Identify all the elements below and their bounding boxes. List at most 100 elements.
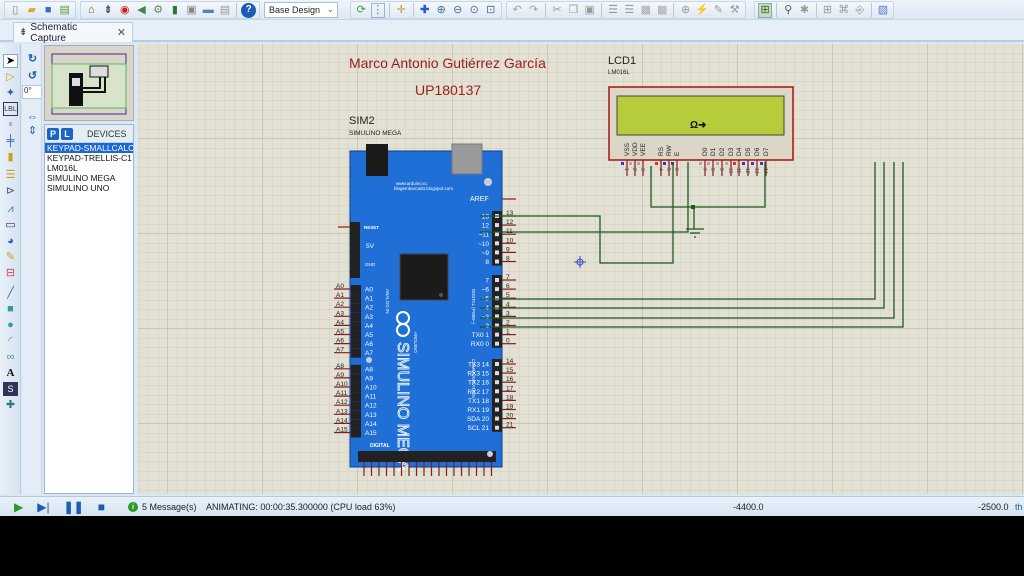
- graph-icon[interactable]: ⩘: [7, 202, 14, 215]
- device-item[interactable]: KEYPAD-SMALLCALC: [45, 143, 135, 153]
- lcd-pin-number: 6: [673, 168, 679, 171]
- rotation-angle-field[interactable]: 0°: [22, 85, 42, 99]
- package-icon[interactable]: ✎: [713, 3, 723, 16]
- open-folder-icon[interactable]: ▰: [27, 3, 36, 16]
- erc-report-icon[interactable]: ▧: [877, 3, 889, 16]
- schematic-icon[interactable]: ⇟: [103, 3, 113, 16]
- tab-schematic-capture[interactable]: ⇟ Schematic Capture ✕: [13, 22, 133, 44]
- lcd-pin-number: 4: [657, 168, 663, 171]
- new-file-icon[interactable]: ▯: [12, 3, 19, 16]
- subcircuit-icon[interactable]: ▮: [7, 150, 14, 163]
- 2d-arc-icon[interactable]: ◜: [8, 334, 13, 347]
- author-label[interactable]: Marco Antonio Gutiérrez García: [349, 55, 546, 71]
- block-delete-icon[interactable]: ▩: [657, 3, 668, 16]
- library-manager-button[interactable]: L: [61, 127, 73, 140]
- tape-recorder-icon[interactable]: ▭: [5, 218, 16, 231]
- terminals-icon[interactable]: ☰: [5, 168, 16, 181]
- wire-autorouter-icon[interactable]: ⊞: [758, 2, 773, 18]
- zoom-all-icon[interactable]: ⊙: [469, 3, 479, 16]
- comm-pin-label: RX1 19: [467, 407, 489, 414]
- design-notes-icon[interactable]: ▣: [186, 3, 197, 16]
- block-rotate-icon[interactable]: ▩: [640, 3, 652, 16]
- device-item[interactable]: SIMULINO UNO: [47, 183, 110, 193]
- save-icon[interactable]: ■: [44, 3, 52, 16]
- block-copy-icon[interactable]: ☰: [608, 3, 618, 16]
- help-icon[interactable]: ?: [241, 2, 257, 18]
- sim-part-label[interactable]: SIMULINO MEGA: [349, 130, 402, 137]
- 2d-path-icon[interactable]: ∞: [6, 350, 15, 363]
- buses-icon[interactable]: ╪: [6, 134, 15, 147]
- pwm-mid-pin-label: ~6: [482, 287, 490, 294]
- 2d-box-icon[interactable]: ■: [7, 302, 14, 315]
- paste-icon[interactable]: ▣: [584, 3, 595, 16]
- refresh-icon[interactable]: ⟳: [356, 3, 366, 16]
- remove-sheet-icon[interactable]: ⌘: [838, 3, 850, 16]
- pick-devices-button[interactable]: P: [47, 127, 59, 140]
- step-icon[interactable]: ▶︎|: [37, 500, 50, 514]
- device-item[interactable]: LM016L: [47, 163, 78, 173]
- lcd-display[interactable]: Ω➜: [608, 86, 794, 161]
- pick-device-icon[interactable]: ⊕: [680, 3, 691, 16]
- lcd-ref-label[interactable]: LCD1: [608, 55, 636, 67]
- generator-icon[interactable]: ◕: [7, 234, 14, 247]
- property-assign-icon[interactable]: ✱: [799, 3, 810, 16]
- device-item[interactable]: SIMULINO MEGA: [47, 173, 116, 183]
- mirror-y-icon[interactable]: ⇕: [27, 124, 38, 137]
- junction-dot-icon[interactable]: ✦: [5, 86, 16, 99]
- simulino-mega-board[interactable]: www.arduino.cc blogembarcado.blogspot.co…: [349, 143, 503, 476]
- design-dropdown[interactable]: Base Design ⌄: [264, 2, 338, 18]
- 2d-symbol-icon[interactable]: S: [3, 382, 18, 396]
- stop-icon[interactable]: ■: [97, 500, 105, 514]
- doc-icon[interactable]: ▤: [219, 3, 231, 16]
- mirror-x-icon[interactable]: ⇔: [27, 110, 38, 123]
- decompose-icon[interactable]: ⚒: [729, 3, 740, 16]
- pwm-top-pin-label: 13: [482, 214, 490, 221]
- block-move-icon[interactable]: ☰: [624, 3, 635, 16]
- sim-ref-label[interactable]: SIM2: [349, 115, 375, 127]
- copy-icon[interactable]: ❐: [568, 3, 579, 16]
- overview-window[interactable]: [44, 45, 134, 121]
- zoom-out-icon[interactable]: ⊖: [453, 3, 463, 16]
- device-pins-icon[interactable]: ⊳: [5, 184, 16, 197]
- 2d-circle-icon[interactable]: ●: [7, 318, 14, 331]
- voltage-probe-icon[interactable]: ✎: [5, 250, 16, 263]
- bom-icon[interactable]: ▮: [171, 3, 178, 16]
- redo-icon[interactable]: ↷: [528, 3, 539, 16]
- search-icon[interactable]: ⚲: [784, 3, 793, 16]
- play-icon[interactable]: ▶: [14, 500, 24, 514]
- text-script-icon[interactable]: ≡: [8, 122, 13, 128]
- home-icon[interactable]: ⌂: [88, 3, 95, 16]
- zoom-area-icon[interactable]: ⊡: [486, 3, 496, 16]
- pause-icon[interactable]: ❚❚: [63, 500, 84, 514]
- 2d-marker-icon[interactable]: ✚: [5, 398, 16, 411]
- component-mode-icon[interactable]: ▷: [6, 70, 15, 83]
- exit-parent-icon[interactable]: ⎆: [855, 3, 865, 16]
- units-label[interactable]: th: [1015, 502, 1023, 512]
- import-icon[interactable]: ▤: [59, 3, 70, 16]
- cut-icon[interactable]: ✂: [552, 3, 562, 16]
- netlist-icon[interactable]: ▬: [202, 3, 214, 16]
- rotate-clockwise-icon[interactable]: ↻: [27, 52, 38, 65]
- rotate-anticlockwise-icon[interactable]: ↺: [27, 69, 38, 82]
- wire-label-icon[interactable]: LBL: [3, 102, 18, 116]
- device-item[interactable]: KEYPAD-TRELLIS-C1: [47, 153, 132, 163]
- 2d-text-icon[interactable]: A: [6, 366, 15, 379]
- messages-indicator[interactable]: i 5 Message(s): [128, 500, 197, 514]
- close-icon[interactable]: ✕: [116, 27, 126, 39]
- selection-mode-icon[interactable]: ➤: [3, 54, 18, 68]
- new-sheet-icon[interactable]: ⊞: [822, 3, 833, 16]
- student-id-label[interactable]: UP180137: [415, 82, 481, 98]
- pan-icon[interactable]: ✚: [420, 3, 430, 16]
- make-device-icon[interactable]: ⚡: [695, 3, 709, 16]
- lcd-part-label[interactable]: LM016L: [608, 70, 630, 76]
- schematic-canvas[interactable]: Marco Antonio Gutiérrez García UP180137 …: [138, 44, 1024, 494]
- pcb-icon[interactable]: ◉: [119, 3, 130, 16]
- 2d-line-icon[interactable]: ╱: [7, 286, 14, 299]
- 3d-icon[interactable]: ⚙: [153, 3, 164, 16]
- gerber-icon[interactable]: ◀: [137, 3, 146, 16]
- undo-icon[interactable]: ↶: [512, 3, 522, 16]
- virtual-instruments-icon[interactable]: ⊟: [5, 266, 16, 279]
- grid-icon[interactable]: ⋮: [370, 2, 386, 18]
- zoom-in-icon[interactable]: ⊕: [436, 3, 446, 16]
- origin-icon[interactable]: ✛: [396, 3, 406, 16]
